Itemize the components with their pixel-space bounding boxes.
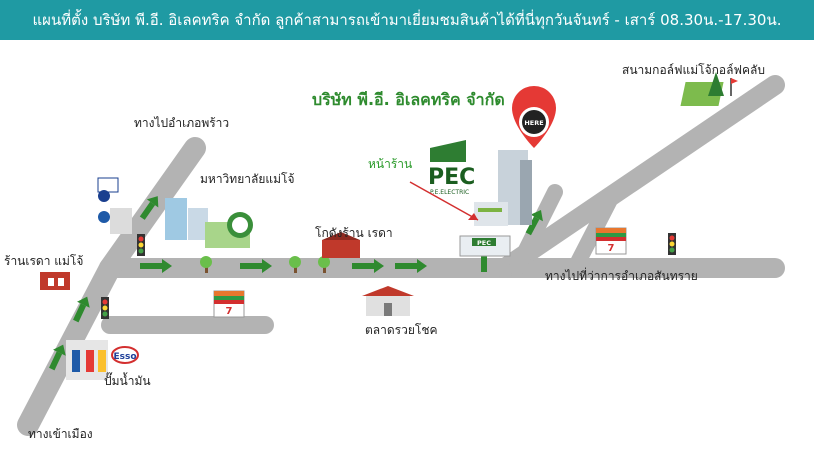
company-name: บริษัท พี.อี. อิเลคทริค จำกัด xyxy=(312,90,505,109)
arrow-icon xyxy=(73,296,90,323)
svg-text:P.E.ELECTRIC: P.E.ELECTRIC xyxy=(430,189,469,196)
tree-icon xyxy=(318,256,330,273)
arrow-icon xyxy=(352,259,384,273)
svg-text:7: 7 xyxy=(226,306,233,317)
reda-maejo-label: ร้านเรดา แม่โจ้ xyxy=(4,254,84,268)
arrow-icon xyxy=(525,209,543,236)
seven-eleven-icon: 7 xyxy=(213,290,245,318)
svg-text:Esso: Esso xyxy=(113,352,136,362)
shop-buildings-icon xyxy=(97,177,132,234)
shop-front-arrow xyxy=(409,181,479,221)
arrow-icon xyxy=(240,259,272,273)
traffic-light-icon xyxy=(101,297,109,319)
svg-text:PEC: PEC xyxy=(477,239,491,247)
seven-eleven-icon: 7 xyxy=(595,227,627,255)
arrow-icon xyxy=(139,196,159,220)
to-city-label: ทางเข้าเมือง xyxy=(28,427,93,441)
traffic-light-icon xyxy=(668,233,676,255)
arrow-icon xyxy=(49,344,66,371)
gas-station-icon: Esso xyxy=(66,340,139,380)
pec-logo: PEC P.E.ELECTRIC xyxy=(428,140,475,196)
warehouse-icon xyxy=(322,232,360,258)
market-icon xyxy=(362,286,414,316)
market-label: ตลาดรวยโชค xyxy=(365,323,438,337)
svg-text:7: 7 xyxy=(608,243,615,254)
svg-text:PEC: PEC xyxy=(428,165,475,190)
road-branch-small xyxy=(509,184,563,276)
tree-icon xyxy=(289,256,301,273)
location-pin-icon: HERE xyxy=(512,86,556,148)
to-sansai-label: ทางไปที่ว่าการอำเภอสันทราย xyxy=(545,269,698,283)
university-label: มหาวิทยาลัยแม่โจ้ xyxy=(200,172,295,186)
shop-front-label: หน้าร้าน xyxy=(368,157,413,171)
road-branch-mid xyxy=(567,188,620,276)
warehouse-label: โกดังร้าน เรดา xyxy=(315,226,393,240)
golf-course-label: สนามกอล์ฟแม่โจ้กอล์ฟคลับ xyxy=(622,63,765,77)
arrow-icon xyxy=(395,259,427,273)
university-building-icon xyxy=(165,198,253,248)
svg-text:HERE: HERE xyxy=(524,119,543,127)
tree-icon xyxy=(200,256,212,273)
header-banner: แผนที่ตั้ง บริษัท พี.อี. อิเลคทริค จำกัด… xyxy=(0,0,814,40)
location-map: 7 7 Esso PEC HERE PEC P.E.ELEC xyxy=(17,72,785,436)
golf-course-icon xyxy=(680,72,738,106)
pec-building-icon: PEC xyxy=(459,150,532,257)
road-to-golf xyxy=(495,75,785,278)
to-phrao-label: ทางไปอำเภอพร้าว xyxy=(134,116,230,130)
arrow-icon xyxy=(140,259,172,273)
gas-station-label: ปั๊มน้ำมัน xyxy=(104,374,151,388)
traffic-light-icon xyxy=(137,234,145,256)
roads xyxy=(17,75,785,436)
reda-shop-icon xyxy=(40,272,70,290)
